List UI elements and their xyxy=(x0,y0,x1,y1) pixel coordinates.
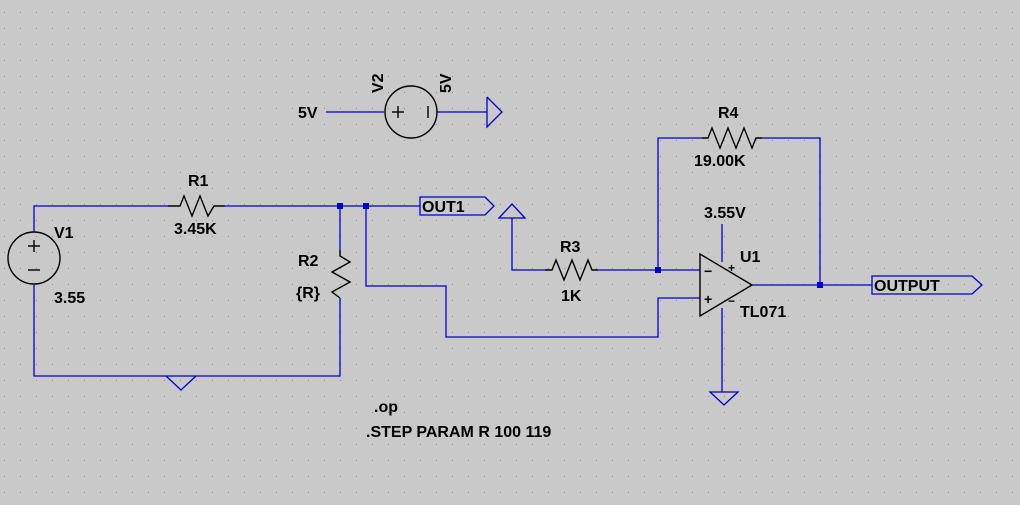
u1-model: TL071 xyxy=(740,304,786,321)
v2-name: V2 xyxy=(370,73,387,93)
resistor-icon xyxy=(702,126,762,150)
resistor-icon xyxy=(330,250,352,299)
wires xyxy=(33,111,872,392)
wire-to-noninv[interactable] xyxy=(365,206,700,338)
v2-value: 5V xyxy=(438,73,455,93)
u1-name: U1 xyxy=(740,249,761,266)
output-label: OUTPUT xyxy=(874,278,940,295)
r3-name: R3 xyxy=(560,239,581,256)
u1-noninverting-sign: + xyxy=(704,291,712,307)
junctions xyxy=(337,203,823,288)
voltage-source-icon xyxy=(384,85,438,139)
ground-icon xyxy=(486,96,503,129)
junction-dot-icon xyxy=(363,203,369,209)
wire-r3-left[interactable] xyxy=(511,218,545,271)
out1-net-flag[interactable]: OUT1 xyxy=(419,196,495,216)
u1-vminus-sign: − xyxy=(728,294,735,308)
r2-value: {R} xyxy=(296,285,320,302)
r4-value: 19.00K xyxy=(694,153,746,170)
directive-step: .STEP PARAM R 100 119 xyxy=(366,424,551,441)
output-net-flag[interactable]: OUTPUT xyxy=(871,275,983,295)
out1-label: OUT1 xyxy=(422,199,465,216)
spice-directives[interactable]: .op .STEP PARAM R 100 119 xyxy=(366,399,551,441)
resistor-icon xyxy=(545,258,598,282)
v2-source[interactable]: V2 5V 5V xyxy=(298,73,455,139)
ground-icon xyxy=(497,203,527,219)
v1-name: V1 xyxy=(54,225,74,242)
u1-inverting-sign: − xyxy=(704,263,712,279)
v1-value: 3.55 xyxy=(54,290,85,307)
v2-net-label: 5V xyxy=(298,105,318,122)
r1-name: R1 xyxy=(188,173,209,190)
u1-vplus-sign: + xyxy=(728,261,735,275)
junction-dot-icon xyxy=(655,267,661,273)
resistor-icon xyxy=(168,194,225,218)
ground-icon xyxy=(708,391,740,406)
r2-resistor[interactable]: R2 {R} xyxy=(296,250,352,302)
wire-v1-r1[interactable] xyxy=(33,205,168,232)
u1-opamp[interactable]: − + + − U1 TL071 3.55V xyxy=(699,205,786,321)
r4-resistor[interactable]: R4 19.00K xyxy=(694,105,762,170)
u1-supply-label: 3.55V xyxy=(704,205,746,222)
r3-resistor[interactable]: R3 1K xyxy=(545,239,598,305)
port-flag-icon xyxy=(871,275,983,295)
v1-source[interactable]: V1 3.55 xyxy=(7,225,85,307)
ground-icon xyxy=(165,375,197,391)
voltage-source-icon xyxy=(7,231,61,285)
r3-value: 1K xyxy=(561,288,582,305)
junction-dot-icon xyxy=(337,203,343,209)
r4-name: R4 xyxy=(718,105,739,122)
wire-r4-left[interactable] xyxy=(657,137,702,270)
directive-op: .op xyxy=(374,399,398,416)
port-flag-icon xyxy=(419,196,495,216)
wire-ground-return[interactable] xyxy=(33,285,341,377)
opamp-icon xyxy=(699,252,754,318)
r1-resistor[interactable]: R1 3.45K xyxy=(168,173,225,238)
wire-r4-right[interactable] xyxy=(762,137,821,285)
junction-dot-icon xyxy=(817,282,823,288)
r2-name: R2 xyxy=(298,253,319,270)
r1-value: 3.45K xyxy=(174,221,217,238)
